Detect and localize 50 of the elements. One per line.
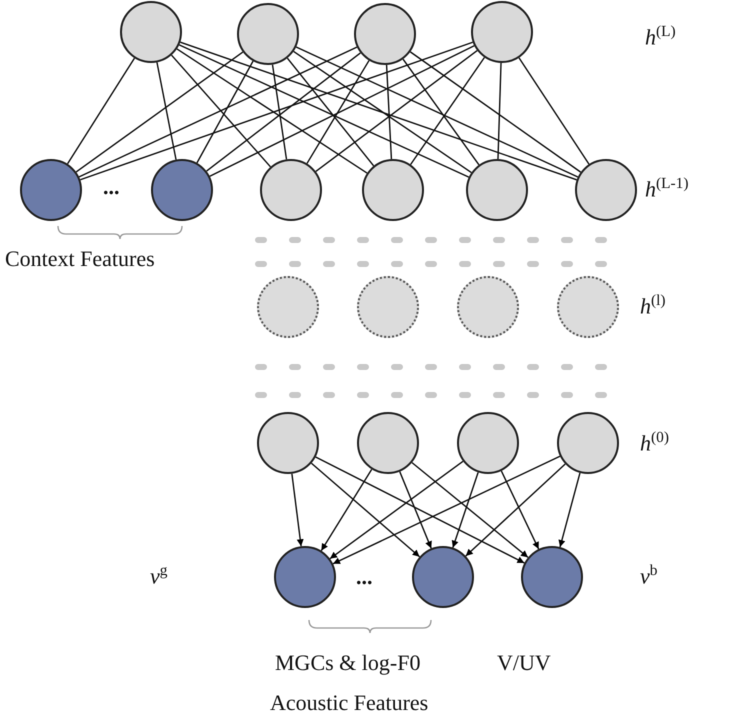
arrow: [315, 456, 525, 564]
connection-line: [402, 58, 480, 166]
layer-label: h$^{(L-1)}$: [645, 176, 688, 200]
arrow: [465, 464, 566, 556]
neuron-circle: [354, 3, 416, 65]
neuron-circle: [466, 159, 528, 221]
ellipsis: ...: [103, 176, 120, 198]
group-label: V/UV: [497, 652, 551, 674]
connection-line: [306, 60, 370, 164]
connection-line: [176, 48, 368, 174]
neuron-circle: [237, 3, 299, 65]
arrow: [291, 474, 304, 546]
group-label: Context Features: [5, 248, 155, 270]
connection-line: [518, 58, 590, 164]
connection-line: [206, 52, 361, 172]
arrow: [412, 462, 528, 558]
connection-line: [410, 57, 485, 165]
arrow: [332, 456, 560, 564]
connection-line: [272, 64, 288, 160]
connection-line: [497, 62, 502, 160]
connection-line: [180, 42, 577, 180]
connection-line: [410, 51, 582, 173]
arrow: [558, 472, 581, 548]
arrow: [320, 468, 372, 552]
connection-line: [78, 46, 358, 178]
group-label: Acoustic Features: [270, 692, 428, 714]
connection-line: [156, 62, 177, 160]
connection-line: [171, 54, 271, 168]
connection-line: [315, 50, 478, 172]
layer-label: h$^{(L)}$: [645, 24, 676, 48]
connection-line: [196, 60, 254, 164]
arrow: [311, 462, 420, 558]
layer-label: v$^{b}$: [640, 563, 658, 588]
layer-label: h$^{(l)}$: [640, 293, 666, 318]
connection-line: [293, 50, 472, 174]
ellipsis: ...: [356, 566, 372, 588]
connection-line: [386, 64, 392, 160]
layer-label: v$^{g}$: [150, 563, 168, 588]
arrow: [330, 460, 464, 560]
neuron-circle: [412, 546, 474, 608]
arrow: [452, 472, 479, 548]
connection-line: [296, 46, 578, 178]
arrow: [399, 471, 432, 549]
connection-line: [286, 58, 374, 166]
arrow: [500, 470, 540, 550]
layer-label: h$^{(0)}$: [640, 430, 669, 454]
connection-line: [66, 58, 136, 164]
connection-line: [80, 42, 473, 180]
connection-line: [76, 52, 244, 172]
group-label: MGCs & log-F0: [275, 652, 420, 674]
